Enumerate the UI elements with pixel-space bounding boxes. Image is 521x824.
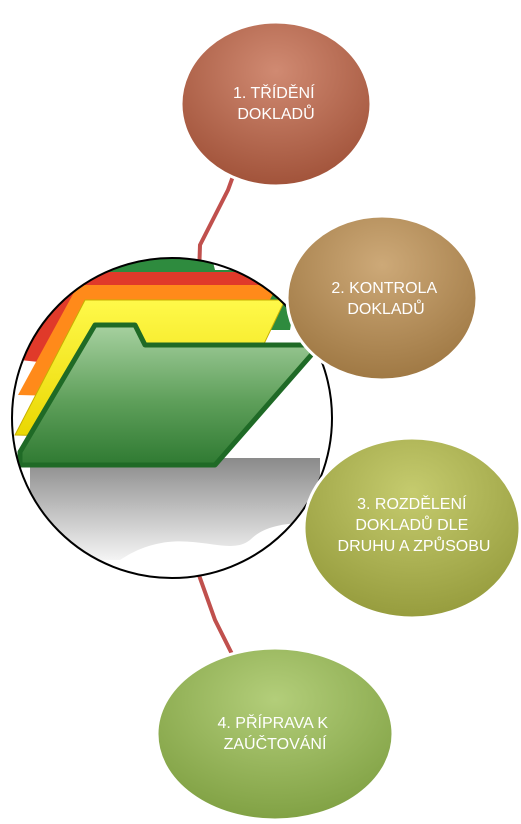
svg-text:1. TŘÍDĚNÍ DOKLADŮ: 1. TŘÍDĚNÍ DOKLADŮ [233,83,319,123]
folder-icon [11,257,333,579]
step-1-node: 1. TŘÍDĚNÍ DOKLADŮ [179,20,373,188]
step-4-line-2: ZAÚČTOVÁNÍ [224,734,327,753]
step-3-line-2: DOKLADŮ DLE [355,515,468,534]
svg-text:4. PŘÍPRAVA K ZAÚČTOVÁNÍ: 4. PŘÍPRAVA K ZAÚČTOVÁNÍ [217,713,332,753]
step-2-line-1: 2. KONTROLA [331,280,437,297]
svg-text:2. KONTROLA DOKLADŮ: 2. KONTROLA DOKLADŮ [331,280,440,318]
step-2-node: 2. KONTROLA DOKLADŮ [285,214,479,382]
step-1-line-2: DOKLADŮ [237,104,314,123]
step-4-node: 4. PŘÍPRAVA K ZAÚČTOVÁNÍ [155,646,395,822]
step-4-line-1: 4. PŘÍPRAVA K [217,713,328,732]
step-1-line-1: 1. TŘÍDĚNÍ [233,83,315,102]
svg-text:3. ROZDĚLENÍ DOKLADŮ DLE: 3. ROZDĚLENÍ DOKLADŮ DLE DRUHU A ZPŮSOBU [338,494,491,555]
step-3-node: 3. ROZDĚLENÍ DOKLADŮ DLE DRUHU A ZPŮSOBU [302,436,521,620]
step-3-line-3: DRUHU A ZPŮSOBU [338,536,491,555]
step-3-line-1: 3. ROZDĚLENÍ [357,494,467,513]
step-2-line-2: DOKLADŮ [347,299,424,318]
